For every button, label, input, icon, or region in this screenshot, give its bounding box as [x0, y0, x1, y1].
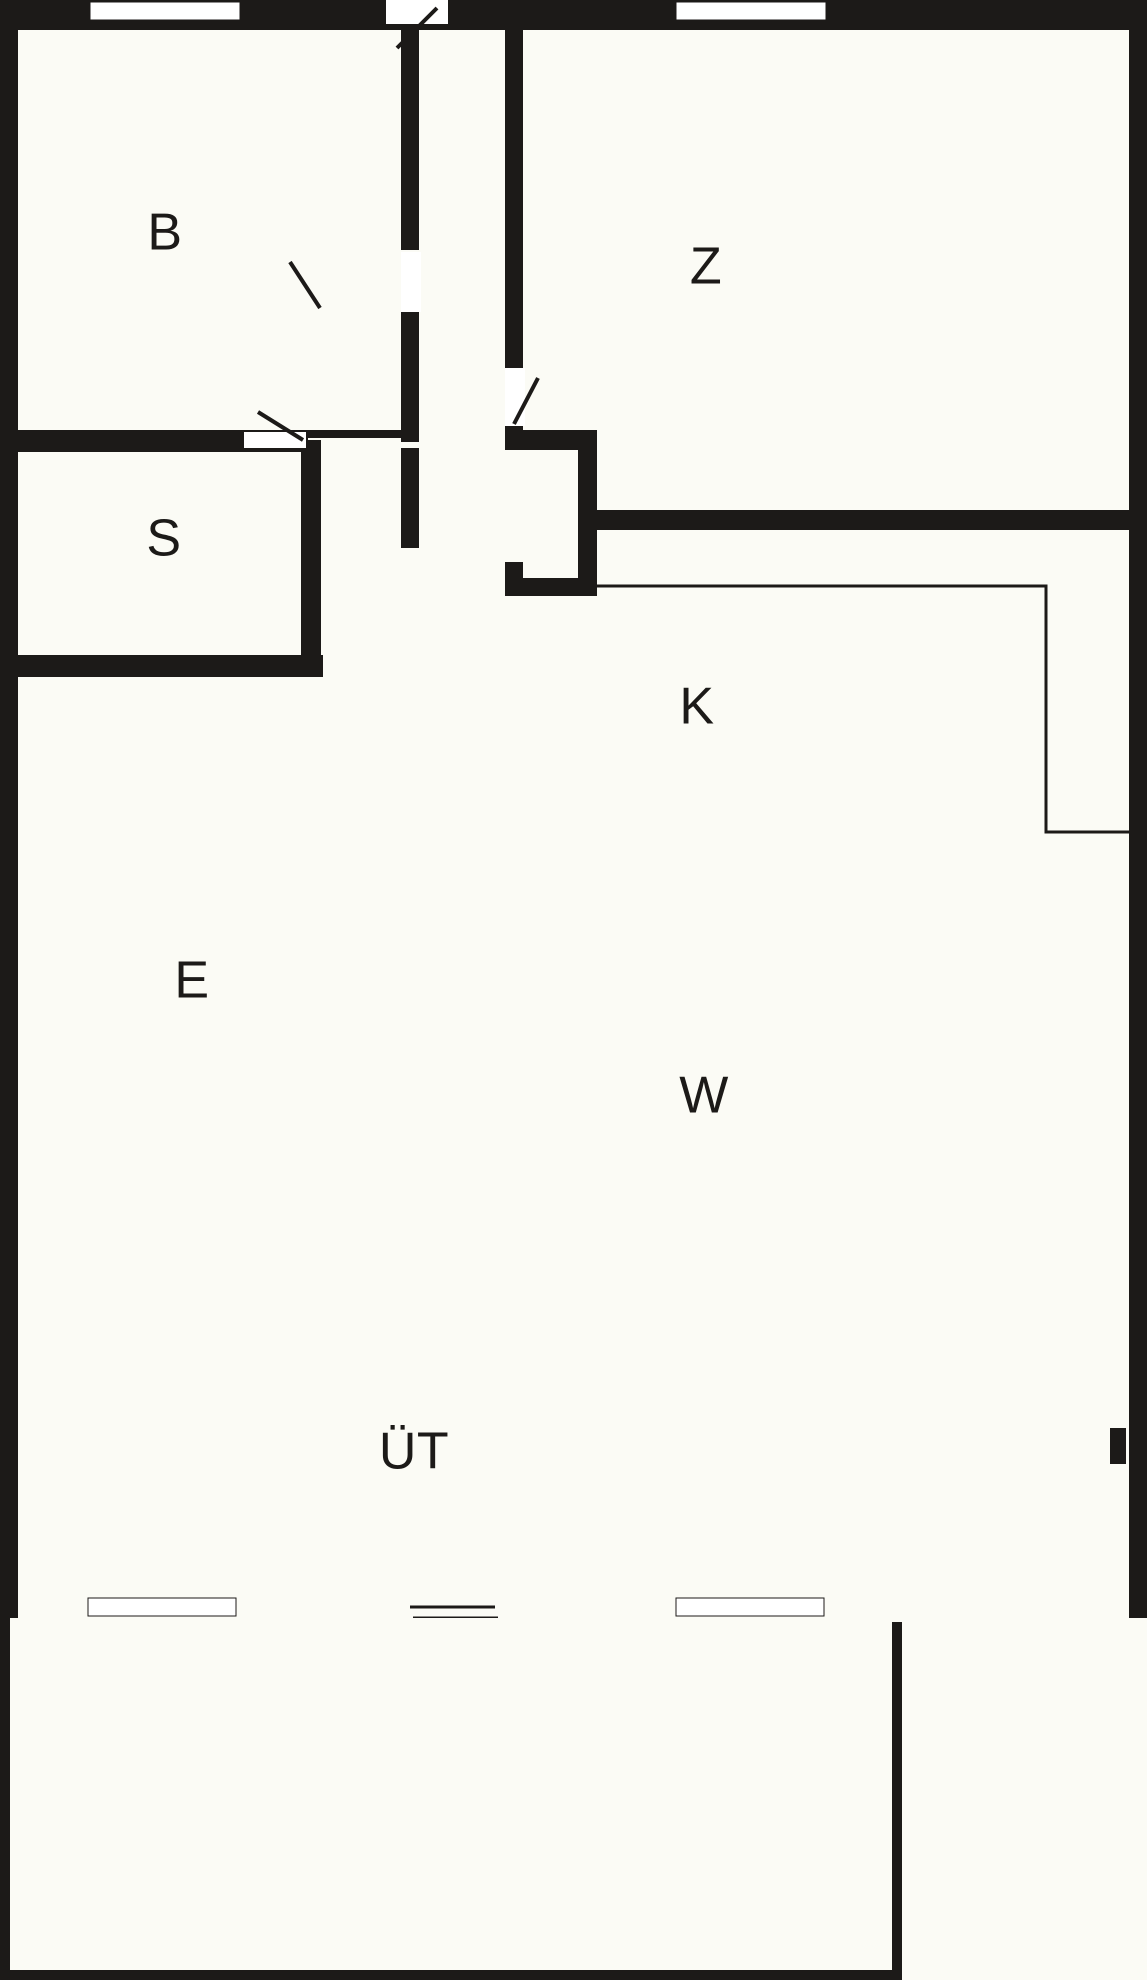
- room-label-w: W: [679, 1067, 729, 1125]
- door-leaf-entrance: [395, 6, 439, 50]
- room-label-s: S: [146, 510, 181, 568]
- terrace-wall-bottom: [0, 1970, 902, 1980]
- room-labels: B Z S K E W ÜT: [146, 204, 728, 1481]
- terrace-wall-left: [0, 1618, 10, 1980]
- terrace-block: [0, 1428, 1147, 1980]
- room-label-k: K: [679, 678, 714, 736]
- room-label-ut: ÜT: [379, 1423, 449, 1481]
- counter-outline: [597, 584, 1147, 834]
- kitchen-counter-line: [597, 584, 1147, 834]
- floor-room-kw: [640, 650, 1129, 1618]
- wall-s-hall-stub: [401, 448, 419, 548]
- wall-b-hall-upper: [401, 30, 419, 250]
- wall-pocket-bottom: [505, 578, 597, 596]
- wall-s-bottom: [18, 655, 323, 677]
- wall-b-s-divider: [18, 430, 308, 452]
- door-opening-b: [401, 252, 421, 312]
- floor-room-b: [18, 30, 401, 548]
- floor-hall-lower: [401, 548, 640, 1618]
- terrace-wall-right: [892, 1622, 902, 1980]
- floor-room-s: [18, 548, 401, 845]
- floor-niche: [640, 590, 745, 650]
- window-top-left: [89, 1, 241, 21]
- room-label-e: E: [174, 952, 209, 1010]
- door-leaf-s: [256, 410, 305, 442]
- interior-walls: [18, 30, 1147, 677]
- floor-room-z: [640, 30, 1129, 650]
- wall-pocket-top: [505, 430, 597, 450]
- door-opening-entrance: [386, 0, 448, 24]
- terrace-floor: [0, 1618, 1147, 1980]
- interior-floor-areas: [18, 30, 1129, 1618]
- room-label-b: B: [147, 204, 182, 262]
- wall-b-s-lintel: [296, 430, 401, 438]
- wall-s-right: [301, 440, 321, 677]
- window-bottom-right: [675, 1597, 825, 1617]
- wall-z-bottom: [597, 510, 1147, 530]
- window-bottom-left: [87, 1597, 237, 1617]
- floor-room-e: [18, 845, 401, 1618]
- window-top-right: [675, 1, 827, 21]
- room-label-z: Z: [690, 238, 722, 296]
- window-openings: [87, 1, 827, 1617]
- wall-hall-z-upper: [505, 30, 523, 368]
- door-leaf-b: [288, 260, 322, 310]
- wall-b-hall-lower: [401, 312, 419, 442]
- door-opening-s: [244, 432, 306, 448]
- wall-pocket-right: [578, 430, 597, 596]
- doors: [244, 0, 540, 448]
- terrace-pier: [1110, 1428, 1126, 1464]
- door-opening-z: [505, 368, 525, 426]
- door-leaf-z: [512, 377, 540, 425]
